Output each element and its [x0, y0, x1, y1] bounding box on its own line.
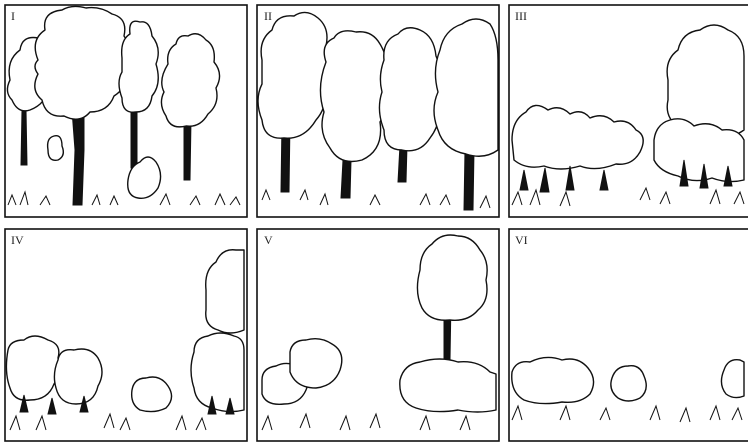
grass [261, 188, 491, 209]
shrub [399, 358, 497, 413]
tree-crown [433, 18, 499, 157]
panel-6: VI [508, 228, 748, 442]
shrub [720, 359, 745, 399]
shrub-thicket [511, 104, 644, 170]
tree-crown [205, 249, 245, 334]
shrub [127, 156, 162, 199]
shrub [610, 365, 647, 402]
stems [19, 394, 235, 415]
panel-2: II [256, 4, 500, 218]
tree-crown [160, 33, 221, 128]
stems [519, 159, 733, 193]
shrub [5, 335, 61, 401]
grass [261, 412, 471, 431]
grass [511, 404, 743, 423]
shrub-thicket [653, 118, 745, 183]
shrub [289, 337, 343, 389]
panel-4-label: IV [11, 233, 24, 247]
shrub [46, 135, 65, 161]
panel-3: III [508, 4, 748, 218]
panel-3-label: III [515, 9, 527, 23]
panel-5-label: V [264, 233, 273, 247]
shrub [190, 332, 245, 413]
panel-1-label: I [11, 9, 15, 23]
panel-1: I [4, 4, 248, 218]
panel-2-label: II [264, 9, 272, 23]
shrub [511, 356, 595, 405]
tree-trunk [20, 109, 28, 166]
tree-trunk [463, 149, 475, 211]
shrub [53, 348, 103, 405]
tree-crown [416, 234, 488, 321]
panel-6-label: VI [515, 233, 528, 247]
tree-trunk [183, 119, 192, 181]
grass [9, 412, 207, 431]
tree-crown [319, 30, 388, 163]
shrub [130, 376, 173, 413]
panel-5: V [256, 228, 500, 442]
tree-crown [378, 27, 442, 152]
panel-4: IV [4, 228, 248, 442]
grass [7, 190, 241, 206]
grass [511, 186, 745, 207]
tree-crown [118, 20, 159, 113]
tree-trunk [340, 159, 352, 199]
panel-6-frame [508, 228, 748, 442]
